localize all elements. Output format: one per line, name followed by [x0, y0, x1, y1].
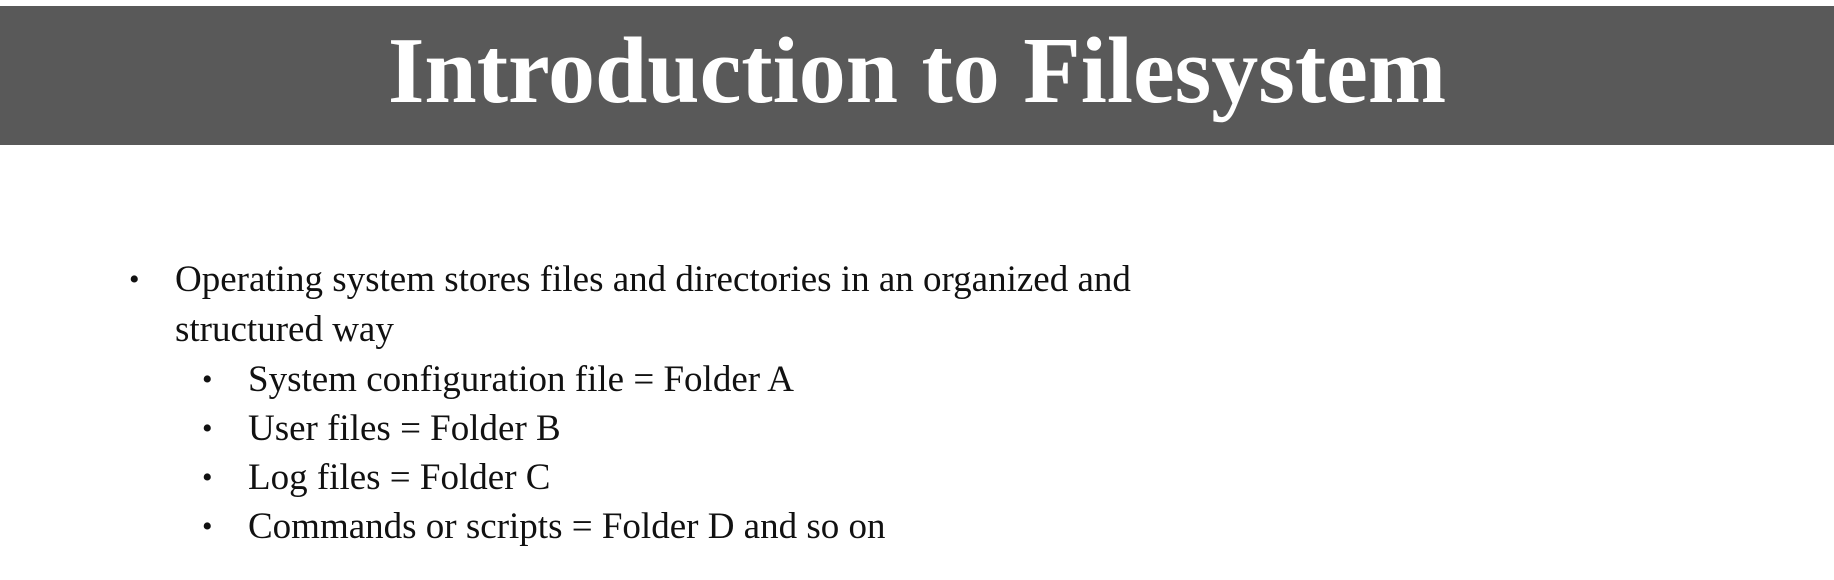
- title-bar: Introduction to Filesystem: [0, 6, 1834, 145]
- bullet-item: • Operating system stores files and dire…: [0, 255, 1225, 355]
- bullet-dot-icon: •: [202, 412, 213, 445]
- bullet-dot-icon: •: [202, 461, 213, 494]
- bullet-dot-icon: •: [202, 510, 213, 543]
- sub-bullet-text: Commands or scripts = Folder D and so on: [248, 506, 886, 547]
- sub-bullet-text: Log files = Folder C: [248, 457, 551, 498]
- sub-bullet-item: • Log files = Folder C: [0, 453, 1834, 502]
- bullet-text: Operating system stores files and direct…: [175, 259, 1131, 350]
- sub-bullet-text: User files = Folder B: [248, 408, 561, 449]
- sub-bullet-item: • System configuration file = Folder A: [0, 355, 1834, 404]
- sub-bullet-item: • Commands or scripts = Folder D and so …: [0, 502, 1834, 551]
- bullet-dot-icon: •: [129, 263, 140, 296]
- slide-title: Introduction to Filesystem: [387, 18, 1447, 123]
- slide-content: • Operating system stores files and dire…: [0, 255, 1834, 551]
- sub-bullet-text: System configuration file = Folder A: [248, 359, 794, 400]
- bullet-dot-icon: •: [202, 363, 213, 396]
- sub-bullet-item: • User files = Folder B: [0, 404, 1834, 453]
